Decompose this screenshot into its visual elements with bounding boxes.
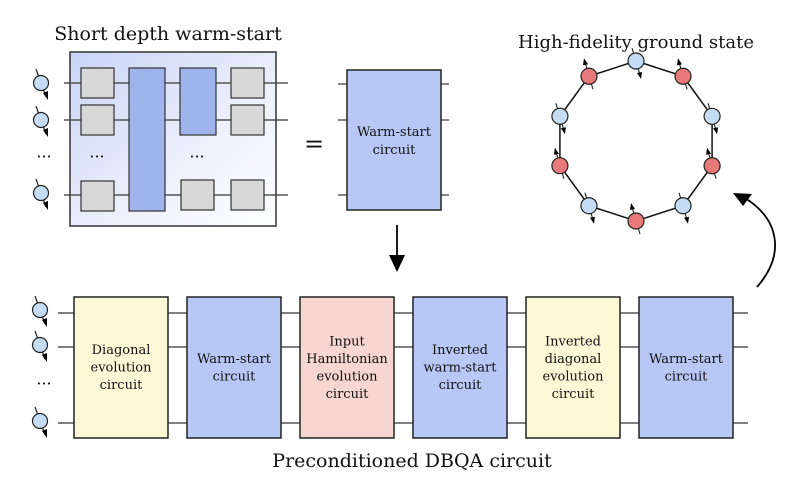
- dbqa-block-line: circuit: [439, 378, 482, 393]
- dbqa-block-line: circuit: [665, 369, 708, 384]
- qubit-icon: [32, 105, 50, 137]
- ring-bonds: [559, 60, 713, 222]
- dbqa-block-line: evolution: [317, 369, 379, 384]
- warm-start-block-line: Warm-start: [357, 125, 432, 140]
- spin-up-site: [674, 58, 692, 90]
- spin-down-site: [627, 47, 645, 79]
- multi-qubit-gate: [128, 67, 166, 212]
- warm-start-block: Warm-start circuit: [338, 69, 449, 211]
- dbqa-block-line: Warm-start: [649, 352, 724, 367]
- dbqa-block-line: circuit: [552, 387, 595, 402]
- ground-state-title: High-fidelity ground state: [518, 32, 754, 53]
- dbqa-block-line: circuit: [100, 378, 143, 393]
- dbqa-title: Preconditioned DBQA circuit: [272, 450, 552, 472]
- input-qubits-bottom: [31, 295, 49, 438]
- dbqa-block-warm: Inverted warm-start circuit: [412, 296, 508, 439]
- qubit-icon: [31, 330, 49, 362]
- ellipsis: ···: [36, 374, 51, 393]
- dbqa-block-line: evolution: [543, 369, 605, 384]
- ellipsis: ···: [189, 147, 204, 166]
- equals-sign: =: [304, 130, 324, 158]
- curved-arrow-icon: [744, 197, 776, 288]
- dbqa-block-line: Warm-start: [197, 352, 272, 367]
- warm-start-detail-circuit: ··· ··· ···: [36, 51, 288, 227]
- two-qubit-gate: [179, 67, 217, 136]
- qubit-icon: [32, 178, 50, 210]
- dbqa-block-line: Hamiltonian: [306, 352, 388, 367]
- qubit-icon: [31, 295, 49, 327]
- dbqa-circuit: ··· Diagonal evolution circuit Warm-start ci…: [36, 296, 748, 439]
- spin-down-site: [580, 192, 598, 224]
- single-qubit-gate: [230, 67, 265, 99]
- single-qubit-gate: [180, 179, 215, 211]
- spin-up-site: [703, 147, 721, 179]
- spin-down-site: [703, 103, 721, 135]
- dbqa-block-line: warm-start: [424, 361, 498, 376]
- spin-ring: [551, 47, 721, 235]
- single-qubit-gate: [230, 104, 265, 136]
- ellipsis: ···: [89, 147, 104, 166]
- dbqa-block-warm: Warm-start circuit: [186, 296, 282, 439]
- spin-up-site: [627, 203, 645, 235]
- dbqa-block-line: Input: [329, 334, 365, 349]
- single-qubit-gate: [80, 104, 115, 136]
- qubit-icon: [31, 406, 49, 438]
- dbqa-block-warm: Warm-start circuit: [638, 296, 734, 439]
- dbqa-block-line: evolution: [91, 361, 153, 376]
- dbqa-block-diagonal: Diagonal evolution circuit: [73, 296, 169, 439]
- single-qubit-gate: [80, 67, 115, 99]
- arrow-head-icon: [733, 193, 752, 206]
- spin-down-site: [551, 103, 569, 135]
- single-qubit-gate: [230, 179, 265, 211]
- dbqa-block-line: Inverted: [432, 343, 488, 358]
- input-qubits-top: [32, 68, 50, 210]
- single-qubit-gate: [80, 180, 115, 212]
- dbqa-block-line: Inverted: [545, 334, 601, 349]
- spin-down-site: [674, 192, 692, 224]
- spin-up-site: [580, 58, 598, 90]
- dbqa-block-line: diagonal: [545, 352, 602, 367]
- arrow-head-icon: [389, 255, 405, 272]
- dbqa-block-diagonal: Inverted diagonal evolution circuit: [525, 296, 621, 439]
- ellipsis: ···: [36, 147, 51, 166]
- dbqa-block-line: circuit: [213, 369, 256, 384]
- qubit-icon: [32, 68, 50, 100]
- spin-up-site: [551, 147, 569, 179]
- warm-start-title: Short depth warm-start: [54, 23, 282, 45]
- dbqa-block-line: circuit: [326, 387, 369, 402]
- warm-start-block-line: circuit: [373, 143, 416, 158]
- dbqa-block-line: Diagonal: [92, 343, 151, 358]
